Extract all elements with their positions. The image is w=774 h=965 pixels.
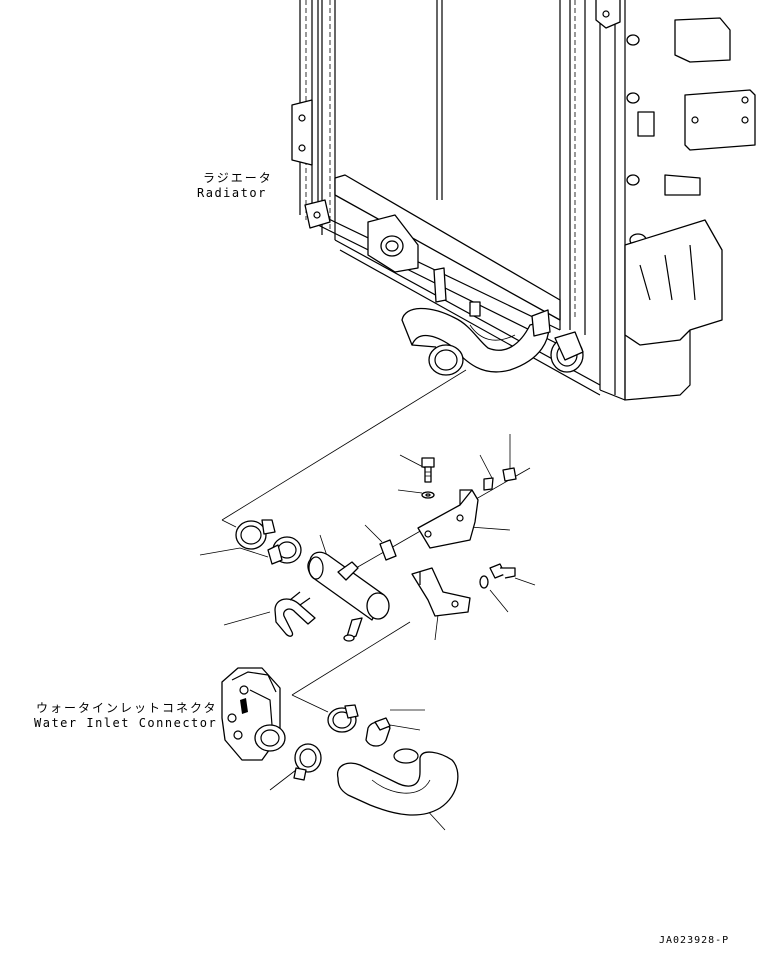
hose-clamps-upper bbox=[235, 519, 302, 565]
radiator-label-jp: ラジエータ bbox=[203, 171, 273, 185]
drawing-code: JA023928-P bbox=[659, 935, 730, 946]
u-bolt bbox=[274, 591, 316, 637]
connector-label-en: Water Inlet Connector bbox=[34, 716, 218, 730]
hose-clamps-lower bbox=[293, 704, 391, 781]
radiator-assembly bbox=[291, 0, 756, 401]
hardware-parts bbox=[379, 457, 517, 617]
water-inlet-connector bbox=[221, 667, 286, 761]
connector-label-jp: ウォータインレットコネクタ bbox=[36, 701, 218, 715]
lower-hose bbox=[336, 748, 459, 816]
water-pipe bbox=[307, 551, 390, 642]
radiator-label-en: Radiator bbox=[197, 186, 267, 200]
